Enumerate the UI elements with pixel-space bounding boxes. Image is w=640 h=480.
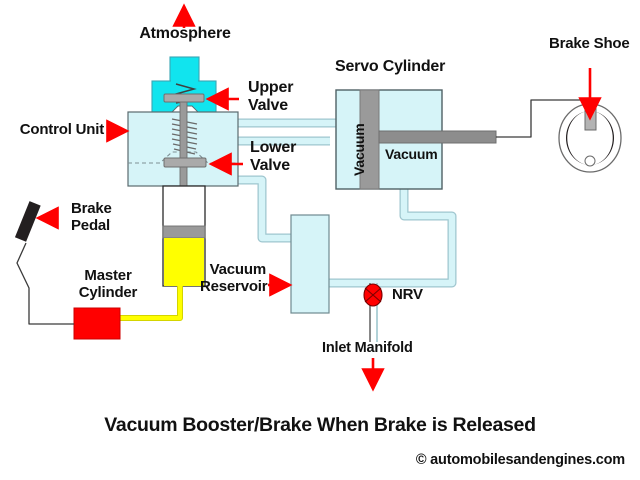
brake-fluid-column [164,238,204,286]
label-master-cylinder: Master Cylinder [78,267,138,301]
label-brake-pedal: Brake Pedal [71,200,112,234]
nrv-valve [363,283,383,307]
label-vacuum-reservoir: Vacuum Reservoir [200,261,268,295]
brake-shoe-pivot [584,155,596,167]
label-control-unit: Control Unit [19,121,104,138]
label-inlet-manifold: Inlet Manifold [322,340,413,356]
label-nrv: NRV [392,286,423,303]
label-atmosphere: Atmosphere [139,25,231,42]
label-servo-cylinder: Servo Cylinder [335,58,446,75]
diagram-title: Vacuum Booster/Brake When Brake is Relea… [104,414,536,436]
label-vacuum-right-chamber: Vacuum [385,146,438,162]
label-lower-valve: Lower Valve [250,139,297,174]
lower-valve-disc [163,157,207,168]
annotation-arrows [35,3,602,392]
pipe-servo-to-manifold [372,186,457,288]
servo-push-rod [378,130,497,144]
brake-pedal-lever [14,201,41,242]
atmosphere-inlet-duct [169,56,200,83]
vacuum-reservoir-tank [290,214,330,314]
pipe-network [236,118,457,288]
servo-cylinder-assembly [335,89,497,190]
upper-valve-disc [163,93,205,103]
label-vacuum-left-chamber: Vacuum [351,123,367,177]
label-brake-shoe: Brake Shoe [549,35,630,52]
barrel-piston [162,225,206,239]
master-cylinder-barrel [115,185,206,321]
master-cylinder-block [73,307,121,340]
diagram-credit: © automobilesandengines.com [415,452,625,468]
label-upper-valve: Upper Valve [248,79,294,114]
pedal-linkage [16,242,74,325]
brake-pedal-assembly [14,201,74,325]
servo-rod-to-shoe-link [496,99,586,138]
